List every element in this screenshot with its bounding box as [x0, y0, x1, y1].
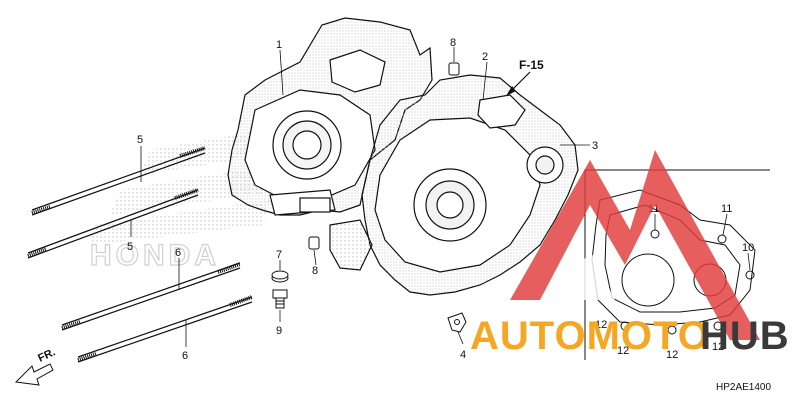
- stud-bolt-6b: [77, 295, 253, 363]
- honda-logo-text: HONDA: [90, 239, 220, 272]
- cable-clamp-4: [447, 312, 467, 333]
- leader-lines: [130, 47, 751, 347]
- sealing-washer-7: [271, 270, 289, 283]
- label-part-11b: 11: [721, 203, 732, 215]
- reference-arrow-f15: F-15: [506, 58, 544, 96]
- dowel-pin-8a: [448, 62, 460, 76]
- label-part-11a: 11: [648, 203, 659, 215]
- right-crankcase: [329, 74, 579, 296]
- label-part-10: 10: [742, 242, 754, 254]
- label-part-1: 1: [276, 39, 282, 51]
- stud-bolt-5b: [27, 188, 199, 259]
- stud-bolt-5a: [31, 146, 206, 216]
- label-part-8b: 8: [312, 265, 318, 277]
- label-part-4: 4: [460, 349, 466, 361]
- watermark-text-dark: HUB: [700, 314, 790, 358]
- front-direction-arrow: FR.: [14, 346, 57, 386]
- label-part-9: 9: [276, 325, 282, 337]
- watermark-triangle-logo: [510, 150, 760, 340]
- left-crankcase: [227, 17, 433, 216]
- label-part-6a: 6: [175, 247, 181, 259]
- front-marker-text: FR.: [36, 346, 57, 364]
- stud-bolt-6a: [61, 262, 241, 331]
- label-part-12c: 12: [666, 349, 678, 361]
- label-part-6b: 6: [182, 350, 188, 362]
- label-part-12b: 12: [617, 345, 629, 357]
- label-part-5a: 5: [137, 134, 143, 146]
- label-part-3: 3: [592, 140, 598, 152]
- label-part-2: 2: [482, 51, 488, 63]
- label-part-5b: 5: [127, 241, 133, 253]
- label-part-12a: 12: [595, 319, 607, 331]
- label-part-7: 7: [276, 249, 282, 261]
- reference-label: F-15: [519, 58, 544, 72]
- label-part-8a: 8: [450, 37, 456, 49]
- label-part-12d: 12: [712, 341, 724, 353]
- drawing-code: HP2AE1400: [716, 382, 771, 393]
- automotohub-watermark: AUTOMOTO HUB: [470, 150, 790, 358]
- dowel-pin-8b: [308, 236, 320, 250]
- drain-bolt-9: [272, 289, 288, 309]
- watermark-text-orange: AUTOMOTO: [470, 314, 710, 358]
